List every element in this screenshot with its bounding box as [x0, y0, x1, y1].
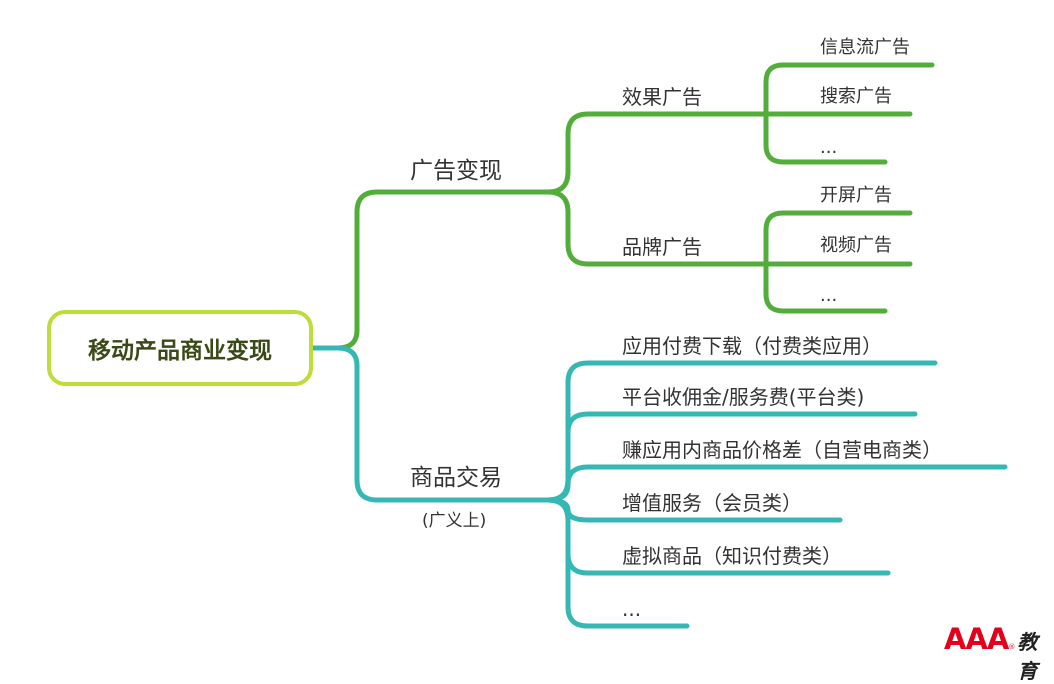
leaf-price-margin: 赚应用内商品价格差（自营电商类）	[622, 438, 942, 462]
node-commodity-trade: 商品交易	[410, 465, 502, 491]
link-effect-3	[763, 111, 888, 165]
logo-education: 教育	[1017, 630, 1038, 683]
logo-registered-mark: ®	[1008, 643, 1016, 651]
link-effect-1	[763, 62, 935, 117]
root-label: 移动产品商业变现	[88, 338, 272, 364]
connector-lines	[310, 62, 1008, 629]
leaf-virtual-goods: 虚拟商品（知识付费类）	[622, 544, 842, 568]
node-commodity-trade-note: (广义上)	[422, 511, 487, 531]
leaf-paid-download: 应用付费下载（付费类应用）	[622, 334, 882, 358]
leaf-platform-commission: 平台收佣金/服务费(平台类)	[622, 385, 865, 409]
node-performance-ad: 效果广告	[622, 85, 702, 109]
link-trade-6	[525, 497, 690, 629]
leaf-splash-ad: 开屏广告	[820, 185, 892, 206]
root-node: 移动产品商业变现	[47, 310, 313, 386]
node-ad-monetization: 广告变现	[410, 158, 502, 184]
link-brand-1	[763, 210, 913, 267]
node-brand-ad: 品牌广告	[622, 235, 702, 259]
leaf-brand-more: ...	[820, 285, 838, 306]
leaf-feed-ad: 信息流广告	[820, 37, 910, 58]
link-root-trade	[310, 345, 531, 503]
link-ad-effect	[525, 111, 769, 195]
leaf-effect-more: ...	[820, 137, 838, 158]
leaf-search-ad: 搜索广告	[820, 86, 892, 107]
logo-aaa: AAA	[944, 622, 1009, 656]
link-ad-brand	[525, 189, 769, 267]
leaf-trade-more: ...	[622, 597, 642, 621]
leaf-value-added: 增值服务（会员类）	[622, 491, 802, 515]
leaf-video-ad: 视频广告	[820, 235, 892, 256]
link-trade-1	[525, 360, 938, 503]
link-brand-3	[763, 261, 888, 314]
link-root-ad	[310, 189, 531, 351]
brand-logo: AAA ® 教育	[944, 622, 1054, 684]
